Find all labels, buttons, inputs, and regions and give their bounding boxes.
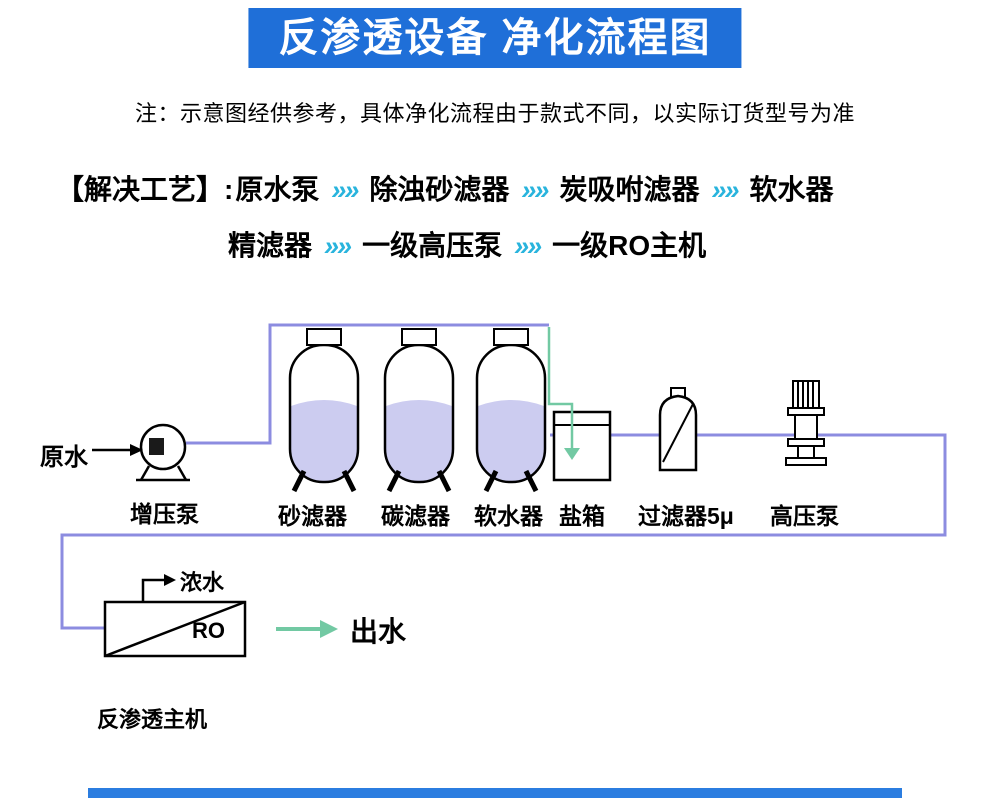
carbon-filter-tank-icon [383, 328, 455, 493]
process-step: 精滤器 [228, 230, 313, 261]
salt-feed-arrowhead-icon [564, 448, 580, 460]
label-carbon-filter: 碳滤器 [381, 503, 450, 529]
hp-pump-icon [785, 380, 827, 466]
flow-arrow-icon: »» [711, 175, 739, 205]
label-outlet-water: 出水 [350, 616, 407, 647]
label-ro: RO [192, 618, 225, 643]
label-sand-filter: 砂滤器 [278, 503, 347, 529]
process-step: 除浊砂滤器 [369, 174, 510, 205]
pipe-lines [60, 323, 947, 630]
salt-feed-line [547, 327, 574, 448]
label-concentrated-water: 浓水 [180, 570, 225, 595]
flow-arrow-icon: »» [521, 175, 549, 205]
flow-arrow-icon: »» [514, 231, 542, 261]
process-step: 一级高压泵 [362, 230, 503, 261]
concentrate-arrow-icon [141, 574, 176, 601]
page-title: 反渗透设备 净化流程图 [248, 8, 742, 68]
salt-box-icon [552, 410, 612, 482]
label-filter-5u: 过滤器5μ [638, 503, 734, 529]
sand-filter-tank-icon [288, 328, 360, 493]
process-step: 一级RO主机 [552, 230, 707, 261]
softener-tank-icon [475, 328, 547, 493]
process-line-2: 精滤器 »» 一级高压泵 »» 一级RO主机 [226, 224, 708, 264]
label-raw-water: 原水 [40, 444, 88, 471]
booster-pump-icon [136, 423, 190, 482]
process-line-1: 【解决工艺】:原水泵 »» 除浊砂滤器 »» 炭吸咐滤器 »» 软水器 [56, 168, 836, 208]
label-booster-pump: 增压泵 [130, 501, 199, 527]
flow-arrow-icon: »» [324, 231, 352, 261]
outlet-arrow-icon [276, 620, 338, 638]
process-step: 原水泵 [235, 174, 320, 205]
process-prefix: 【解决工艺】: [56, 174, 234, 205]
disclaimer-note: 注：示意图经供参考，具体净化流程由于款式不同，以实际订货型号为准 [134, 101, 855, 126]
bottom-accent-bar [88, 788, 902, 798]
label-ro-unit: 反渗透主机 [97, 707, 208, 732]
label-hp-pump: 高压泵 [770, 503, 839, 529]
raw-water-arrow-icon [92, 444, 143, 456]
flow-arrow-icon: »» [331, 175, 359, 205]
process-step: 软水器 [749, 174, 834, 205]
ro-unit-icon [103, 600, 247, 658]
process-step: 炭吸咐滤器 [559, 174, 700, 205]
filter-5u-icon [658, 387, 698, 472]
label-softener: 软水器 [474, 503, 543, 529]
label-salt-box: 盐箱 [559, 503, 605, 529]
